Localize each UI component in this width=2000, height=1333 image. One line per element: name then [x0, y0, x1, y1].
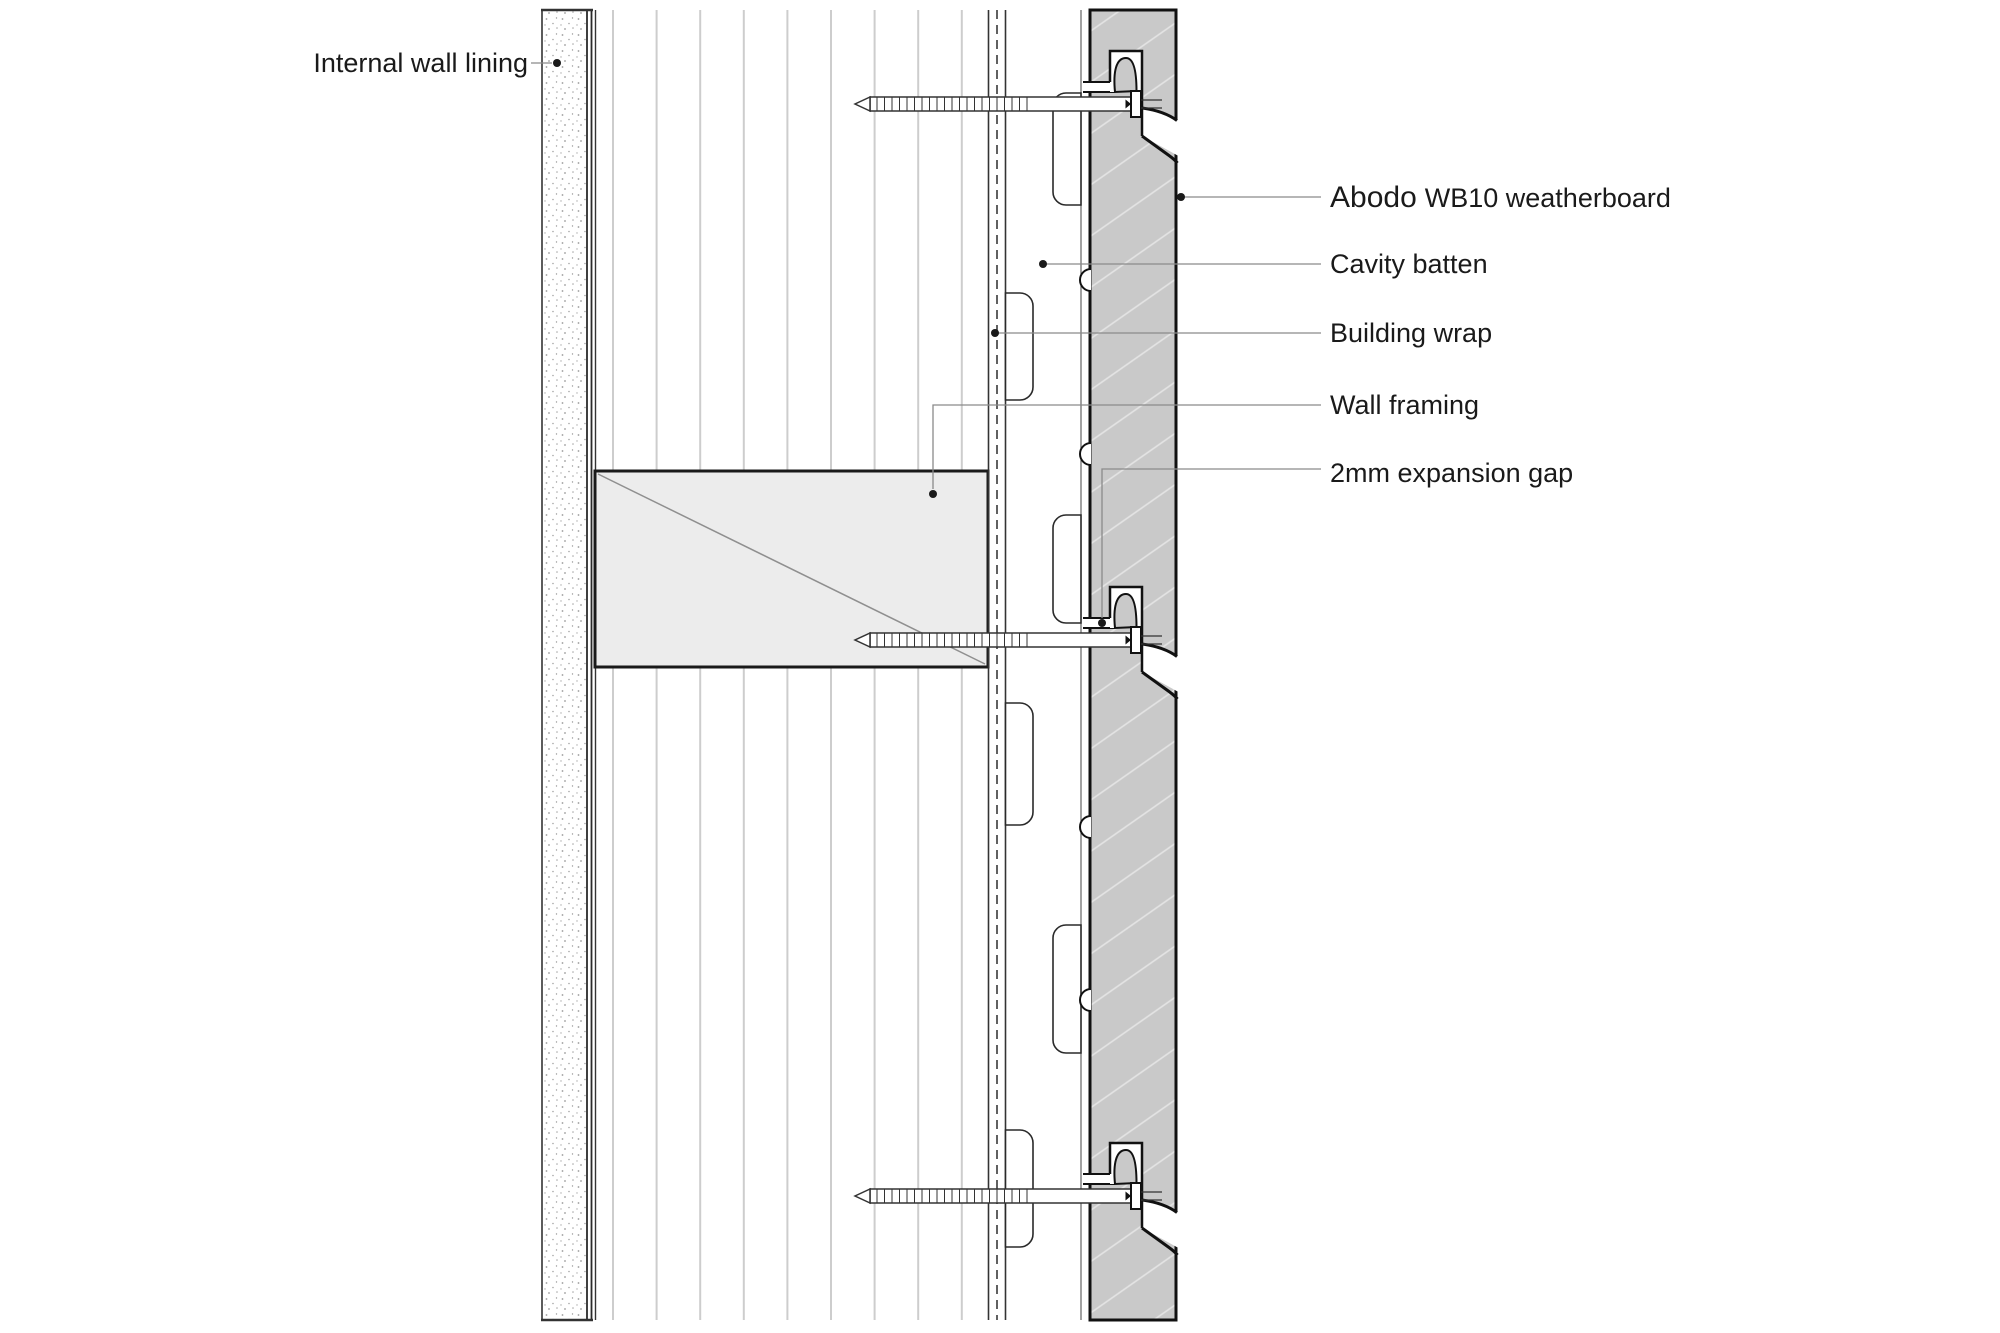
plasterboard-stipple [543, 10, 586, 1320]
screw-shaft [869, 1188, 1133, 1204]
fixing-tongue [1113, 1148, 1138, 1186]
shiplap-shadow-gap [1142, 644, 1179, 692]
leader-line [1101, 468, 1321, 618]
wrap-bulges [1004, 292, 1034, 1248]
screw-countersink [1125, 635, 1131, 645]
label-weatherboard-type: WB10 weatherboard [1425, 183, 1671, 213]
labels: Internal wall lining Abodo WB10 weatherbo… [313, 48, 1671, 488]
label-cavity-batten: Cavity batten [1330, 249, 1488, 279]
leader-internal-wall-lining [531, 59, 561, 67]
screw-head [1130, 1182, 1142, 1210]
screw-fixing [853, 90, 1162, 118]
lower-board-chamfer [1141, 134, 1179, 164]
weatherboard-cladding [1088, 8, 1178, 1322]
screw-shaft [869, 96, 1133, 112]
fixing-tongue [1113, 56, 1138, 94]
screw-fixings [853, 90, 1162, 1210]
leader-dot [929, 490, 937, 498]
back-groove [1079, 815, 1092, 839]
back-groove [1079, 268, 1092, 292]
leader-line [932, 404, 1321, 489]
shiplap-shadow-gap [1142, 1200, 1179, 1248]
lower-board-chamfer [1141, 670, 1179, 700]
screw-shaft [869, 632, 1133, 648]
screw-countersink [1125, 1191, 1131, 1201]
back-groove [1079, 442, 1092, 466]
screw-countersink [1125, 99, 1131, 109]
label-wall-framing: Wall framing [1330, 390, 1479, 420]
leader-lines [531, 59, 1321, 627]
screw-fixing [853, 626, 1162, 654]
screw-tip [853, 95, 871, 113]
screw-tip [853, 631, 871, 649]
rebate-notch-outline [1108, 1141, 1144, 1200]
internal-wall-lining-layer [541, 8, 593, 1322]
rebate-notch-outline [1108, 49, 1144, 108]
label-building-wrap: Building wrap [1330, 318, 1492, 348]
batten-bulge [1052, 924, 1082, 1054]
screw-tip [853, 1187, 871, 1205]
leader-dot [553, 59, 561, 67]
lower-board-chamfer [1141, 1226, 1179, 1256]
board-joints [1083, 49, 1179, 1256]
expansion-gap-slot [1083, 82, 1114, 92]
screw-head [1130, 90, 1142, 118]
screw-fixing [853, 1182, 1162, 1210]
leader-dot [991, 329, 999, 337]
leader-cavity-batten [1039, 260, 1321, 268]
wrap-bulge [1004, 292, 1034, 401]
label-weatherboard: Abodo WB10 weatherboard [1330, 181, 1671, 214]
batten-bulge [1052, 92, 1082, 206]
label-expansion-gap: 2mm expansion gap [1330, 458, 1573, 488]
leader-dot [1098, 619, 1106, 627]
batten-bulges [1052, 92, 1082, 1054]
sheathing-lines [987, 10, 1007, 1320]
rebate-notch-outline [1108, 585, 1144, 644]
fixing-tongue [1113, 592, 1138, 630]
label-internal-wall-lining: Internal wall lining [313, 48, 528, 78]
leader-weatherboard [1177, 193, 1321, 201]
leader-wall-framing [929, 404, 1321, 498]
back-groove [1079, 988, 1092, 1012]
back-grooves [1079, 268, 1092, 1012]
batten-bulge [1052, 514, 1082, 624]
leader-dot [1039, 260, 1047, 268]
label-weatherboard-brand: Abodo [1330, 181, 1417, 214]
board-joint [1083, 49, 1179, 164]
shiplap-shadow-gap [1142, 108, 1179, 156]
wrap-bulge [1004, 702, 1034, 826]
leader-expansion-gap [1098, 468, 1321, 627]
expansion-gap-slot [1083, 1174, 1114, 1184]
leader-building-wrap [991, 329, 1321, 337]
screw-head [1130, 626, 1142, 654]
leader-dot [1177, 193, 1185, 201]
